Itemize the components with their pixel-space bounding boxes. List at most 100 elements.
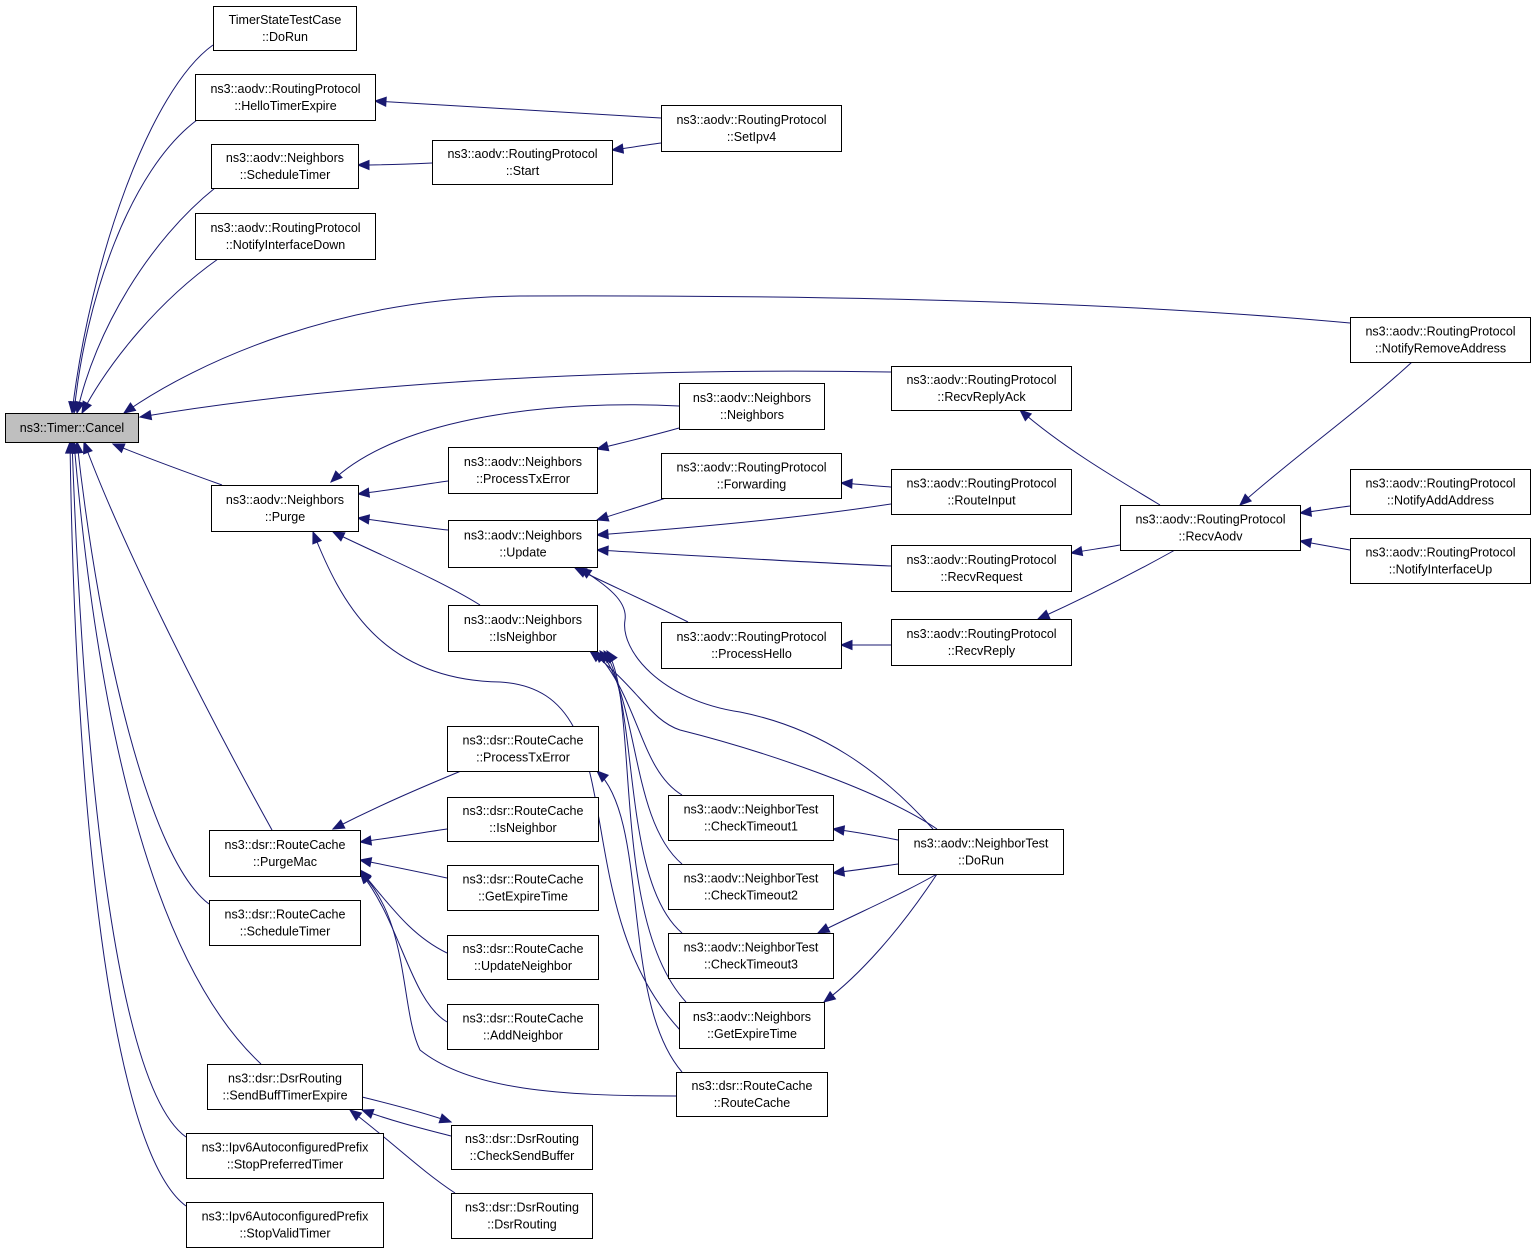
node-dsr_csb[interactable]: ns3::dsr::DsrRouting::CheckSendBuffer: [451, 1125, 593, 1170]
node-box[interactable]: [898, 829, 1064, 875]
node-ipv6_valid[interactable]: ns3::Ipv6AutoconfiguredPrefix::StopValid…: [186, 1202, 384, 1248]
node-nb_update[interactable]: ns3::aodv::Neighbors::Update: [448, 520, 598, 568]
node-rp_rreq[interactable]: ns3::aodv::RoutingProtocol::RecvRequest: [891, 545, 1072, 592]
node-box[interactable]: [891, 619, 1072, 666]
edge-arrowhead: [438, 1113, 453, 1124]
node-box[interactable]: [1350, 538, 1531, 584]
node-box[interactable]: [447, 935, 599, 980]
node-box[interactable]: [661, 622, 842, 669]
node-box[interactable]: [447, 797, 599, 842]
edge-nb_ctor-to-nb_purge: [330, 404, 680, 483]
node-rc_upd[interactable]: ns3::dsr::RouteCache::UpdateNeighbor: [447, 935, 599, 980]
node-box[interactable]: [679, 1002, 825, 1049]
node-nt_ct1[interactable]: ns3::aodv::NeighborTest::CheckTimeout1: [668, 795, 834, 841]
node-label-line: ::ScheduleTimer: [240, 925, 331, 939]
node-box[interactable]: [447, 865, 599, 911]
node-box[interactable]: [209, 830, 361, 877]
node-box[interactable]: [5, 413, 139, 443]
node-box[interactable]: [891, 366, 1072, 411]
node-label-line: ns3::aodv::NeighborTest: [684, 803, 819, 817]
node-box[interactable]: [447, 1004, 599, 1050]
node-box[interactable]: [211, 144, 359, 189]
node-nt_dorun[interactable]: ns3::aodv::NeighborTest::DoRun: [898, 829, 1064, 875]
node-dsr_sbte[interactable]: ns3::dsr::DsrRouting::SendBuffTimerExpir…: [207, 1064, 363, 1110]
node-rc_purgemac[interactable]: ns3::dsr::RouteCache::PurgeMac: [209, 830, 361, 877]
node-rc_ctor[interactable]: ns3::dsr::RouteCache::RouteCache: [676, 1072, 828, 1117]
node-dsr_ctor[interactable]: ns3::dsr::DsrRouting::DsrRouting: [451, 1193, 593, 1239]
node-rc_add[interactable]: ns3::dsr::RouteCache::AddNeighbor: [447, 1004, 599, 1050]
node-rp_fwd[interactable]: ns3::aodv::RoutingProtocol::Forwarding: [661, 453, 842, 499]
node-box[interactable]: [891, 469, 1072, 515]
edge-rp_rreq-to-nb_update: [595, 545, 892, 567]
node-rp_hello[interactable]: ns3::aodv::RoutingProtocol::HelloTimerEx…: [195, 74, 376, 121]
node-nt_ct2[interactable]: ns3::aodv::NeighborTest::CheckTimeout2: [668, 864, 834, 910]
edge-arrowhead: [348, 1109, 363, 1122]
node-rc_get[interactable]: ns3::dsr::RouteCache::GetExpireTime: [447, 865, 599, 911]
node-box[interactable]: [891, 545, 1072, 592]
node-label-line: ::GetExpireTime: [707, 1027, 797, 1041]
edge-nt_dorun-to-nb_get: [822, 873, 938, 1003]
edge-arrowhead: [595, 528, 609, 540]
node-rp_raodv[interactable]: ns3::aodv::RoutingProtocol::RecvAodv: [1120, 505, 1301, 551]
node-rp_rra[interactable]: ns3::aodv::RoutingProtocol::RecvReplyAck: [891, 366, 1072, 411]
node-rc_isnb[interactable]: ns3::dsr::RouteCache::IsNeighbor: [447, 797, 599, 842]
node-rp_start[interactable]: ns3::aodv::RoutingProtocol::Start: [432, 140, 613, 185]
edge-arrowhead: [822, 990, 837, 1003]
node-label-line: ::UpdateNeighbor: [474, 959, 572, 973]
node-box[interactable]: [679, 383, 825, 430]
node-box[interactable]: [448, 605, 598, 652]
node-box[interactable]: [1350, 469, 1531, 515]
node-rp_phello[interactable]: ns3::aodv::RoutingProtocol::ProcessHello: [661, 622, 842, 669]
node-rp_niu[interactable]: ns3::aodv::RoutingProtocol::NotifyInterf…: [1350, 538, 1531, 584]
node-box[interactable]: [676, 1072, 828, 1117]
node-box[interactable]: [432, 140, 613, 185]
node-box[interactable]: [207, 1064, 363, 1110]
node-nb_isnb[interactable]: ns3::aodv::Neighbors::IsNeighbor: [448, 605, 598, 652]
node-box[interactable]: [213, 6, 357, 51]
edge-arrowhead: [356, 487, 371, 498]
node-box[interactable]: [447, 726, 599, 772]
node-ipv6_pref[interactable]: ns3::Ipv6AutoconfiguredPrefix::StopPrefe…: [186, 1133, 384, 1179]
node-box[interactable]: [1350, 317, 1531, 363]
edge-arrowhead: [1036, 609, 1051, 620]
node-rc_sched[interactable]: ns3::dsr::RouteCache::ScheduleTimer: [209, 900, 361, 946]
node-rp_nra[interactable]: ns3::aodv::RoutingProtocol::NotifyRemove…: [1350, 317, 1531, 363]
node-box[interactable]: [451, 1193, 593, 1239]
node-rp_naa[interactable]: ns3::aodv::RoutingProtocol::NotifyAddAdd…: [1350, 469, 1531, 515]
node-box[interactable]: [668, 795, 834, 841]
node-box[interactable]: [661, 105, 842, 152]
edge-line: [579, 567, 934, 830]
node-rp_ri[interactable]: ns3::aodv::RoutingProtocol::RouteInput: [891, 469, 1072, 515]
edge-line: [357, 480, 449, 495]
node-label-line: ::ProcessHello: [711, 647, 792, 661]
edge-arrowhead: [595, 545, 609, 556]
node-box[interactable]: [209, 900, 361, 946]
node-nb_ptx[interactable]: ns3::aodv::Neighbors::ProcessTxError: [448, 447, 598, 494]
node-nb_get[interactable]: ns3::aodv::Neighbors::GetExpireTime: [679, 1002, 825, 1049]
node-nb_purge[interactable]: ns3::aodv::Neighbors::Purge: [211, 485, 359, 532]
node-box[interactable]: [668, 933, 834, 979]
node-nt_ct3[interactable]: ns3::aodv::NeighborTest::CheckTimeout3: [668, 933, 834, 979]
node-box[interactable]: [1120, 505, 1301, 551]
node-nb_ctor[interactable]: ns3::aodv::Neighbors::Neighbors: [679, 383, 825, 430]
node-rp_nid[interactable]: ns3::aodv::RoutingProtocol::NotifyInterf…: [195, 213, 376, 260]
node-box[interactable]: [661, 453, 842, 499]
node-box[interactable]: [668, 864, 834, 910]
node-box[interactable]: [186, 1133, 384, 1179]
node-tstc[interactable]: TimerStateTestCase::DoRun: [213, 6, 357, 51]
node-rp_setipv4[interactable]: ns3::aodv::RoutingProtocol::SetIpv4: [661, 105, 842, 152]
node-box[interactable]: [451, 1125, 593, 1170]
edge-line: [332, 531, 481, 606]
node-box[interactable]: [195, 74, 376, 121]
node-box[interactable]: [186, 1202, 384, 1248]
node-rc_ptx[interactable]: ns3::dsr::RouteCache::ProcessTxError: [447, 726, 599, 772]
node-box[interactable]: [211, 485, 359, 532]
node-box[interactable]: [195, 213, 376, 260]
edge-nb_get-to-nb_purge: [312, 530, 681, 1031]
node-box[interactable]: [448, 447, 598, 494]
node-rp_rrep[interactable]: ns3::aodv::RoutingProtocol::RecvReply: [891, 619, 1072, 666]
node-box[interactable]: [448, 520, 598, 568]
node-cancel[interactable]: ns3::Timer::Cancel: [5, 413, 139, 443]
node-nb_sched[interactable]: ns3::aodv::Neighbors::ScheduleTimer: [211, 144, 359, 189]
edge-nt_dorun-to-nt_ct1: [831, 825, 899, 841]
